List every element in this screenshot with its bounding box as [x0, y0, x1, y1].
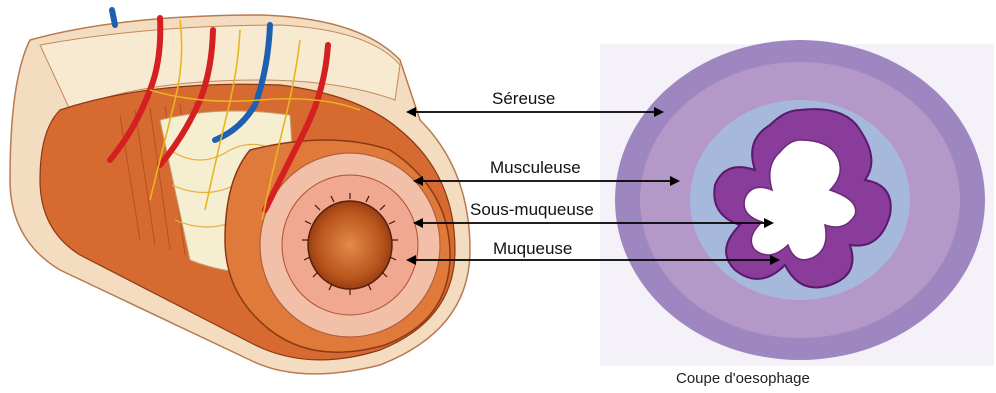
wall-illustration — [10, 10, 470, 374]
caption-coupe-oesophage: Coupe d'oesophage — [676, 370, 810, 387]
label-muqueuse: Muqueuse — [493, 239, 572, 259]
label-sereuse: Séreuse — [492, 89, 555, 109]
histology-section — [600, 40, 994, 366]
label-musculeuse: Musculeuse — [490, 158, 581, 178]
vein-1 — [112, 10, 115, 25]
label-sous-muqueuse: Sous-muqueuse — [470, 200, 594, 220]
lumen — [308, 201, 392, 289]
